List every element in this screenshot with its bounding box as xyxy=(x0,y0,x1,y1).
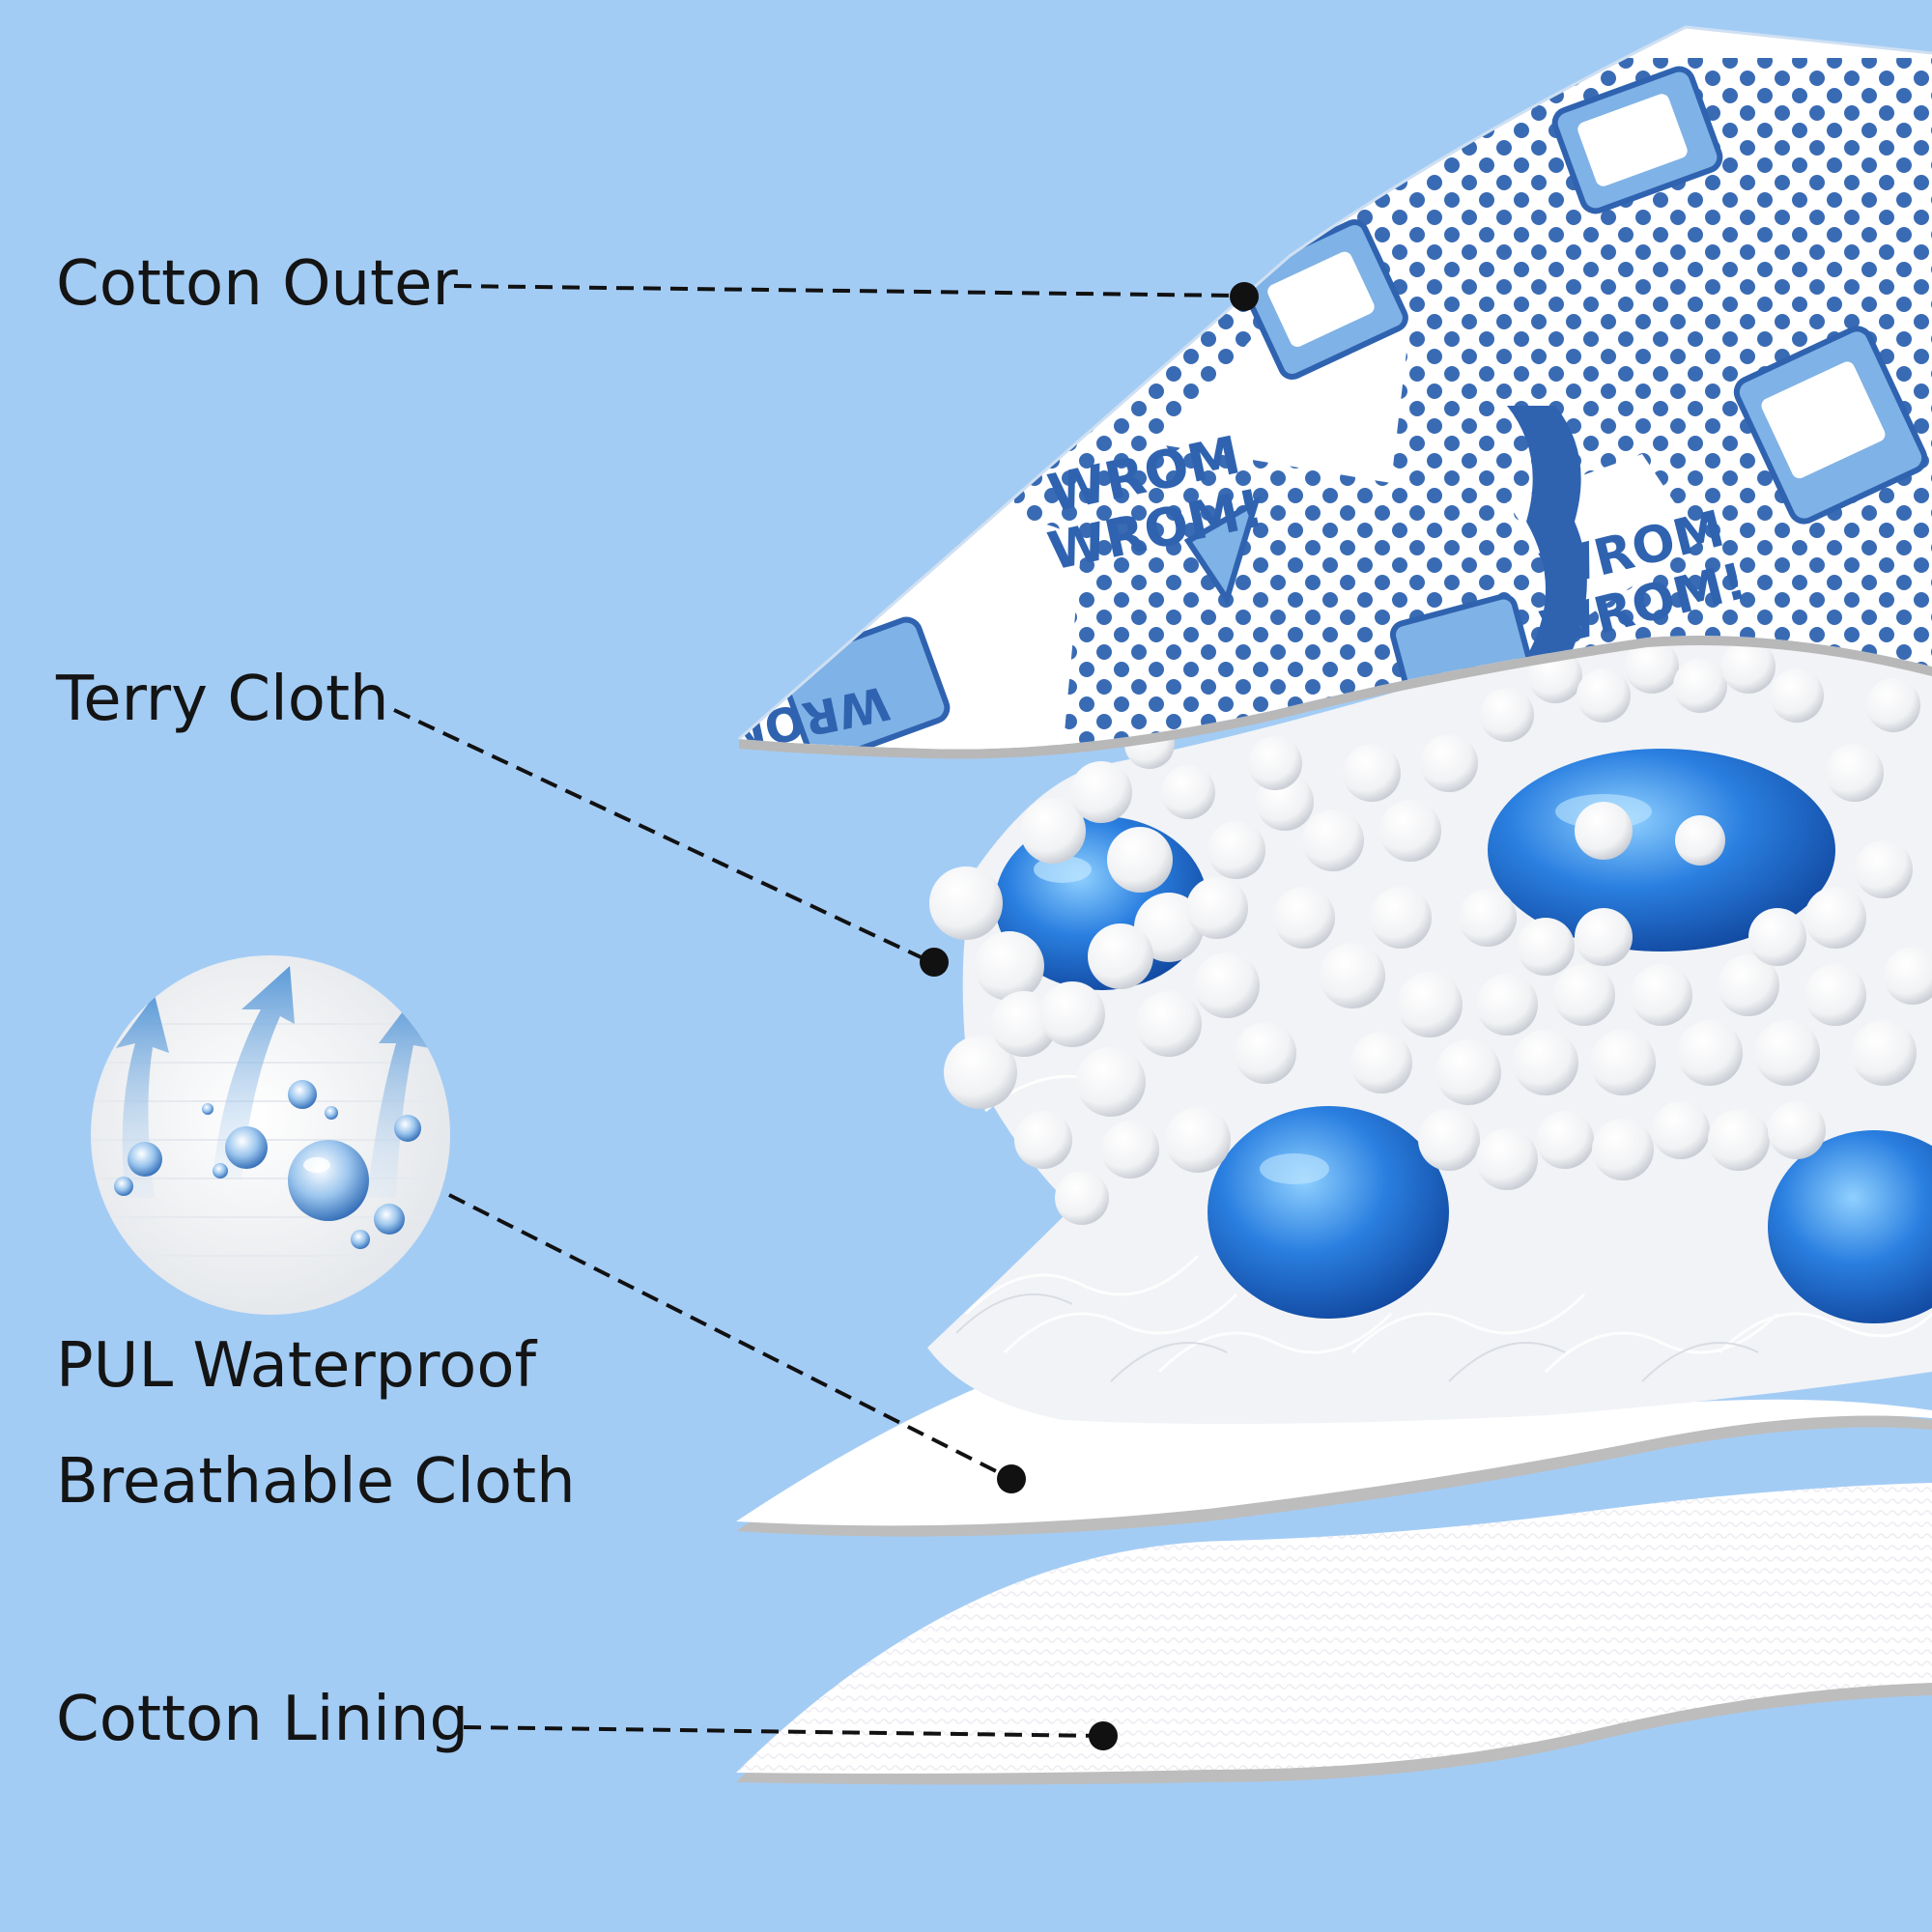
leader-line-cotton-outer xyxy=(453,284,1237,298)
leader-lines xyxy=(393,284,1237,1738)
label-pul-waterproof: PUL Waterproof xyxy=(56,1330,536,1402)
marker-dot-cotton-outer xyxy=(1230,282,1259,311)
marker-dot-pul xyxy=(997,1464,1026,1493)
label-terry-cloth: Terry Cloth xyxy=(56,664,389,735)
label-cotton-lining: Cotton Lining xyxy=(56,1684,469,1755)
leader-line-pul xyxy=(448,1193,1010,1480)
marker-dot-cotton-lining xyxy=(1089,1721,1118,1750)
label-breathable-cloth: Breathable Cloth xyxy=(56,1446,576,1518)
terry-cloth-layer xyxy=(927,639,1932,1424)
label-cotton-outer: Cotton Outer xyxy=(56,248,458,320)
waterproof-breathable-inset xyxy=(91,955,450,1315)
marker-dot-terry-cloth xyxy=(920,948,949,977)
cotton-lining-layer xyxy=(736,1483,1932,1785)
airflow-arrow-icon xyxy=(116,966,430,1198)
leader-line-terry-cloth xyxy=(393,708,930,963)
water-droplet-icon xyxy=(114,1080,421,1249)
